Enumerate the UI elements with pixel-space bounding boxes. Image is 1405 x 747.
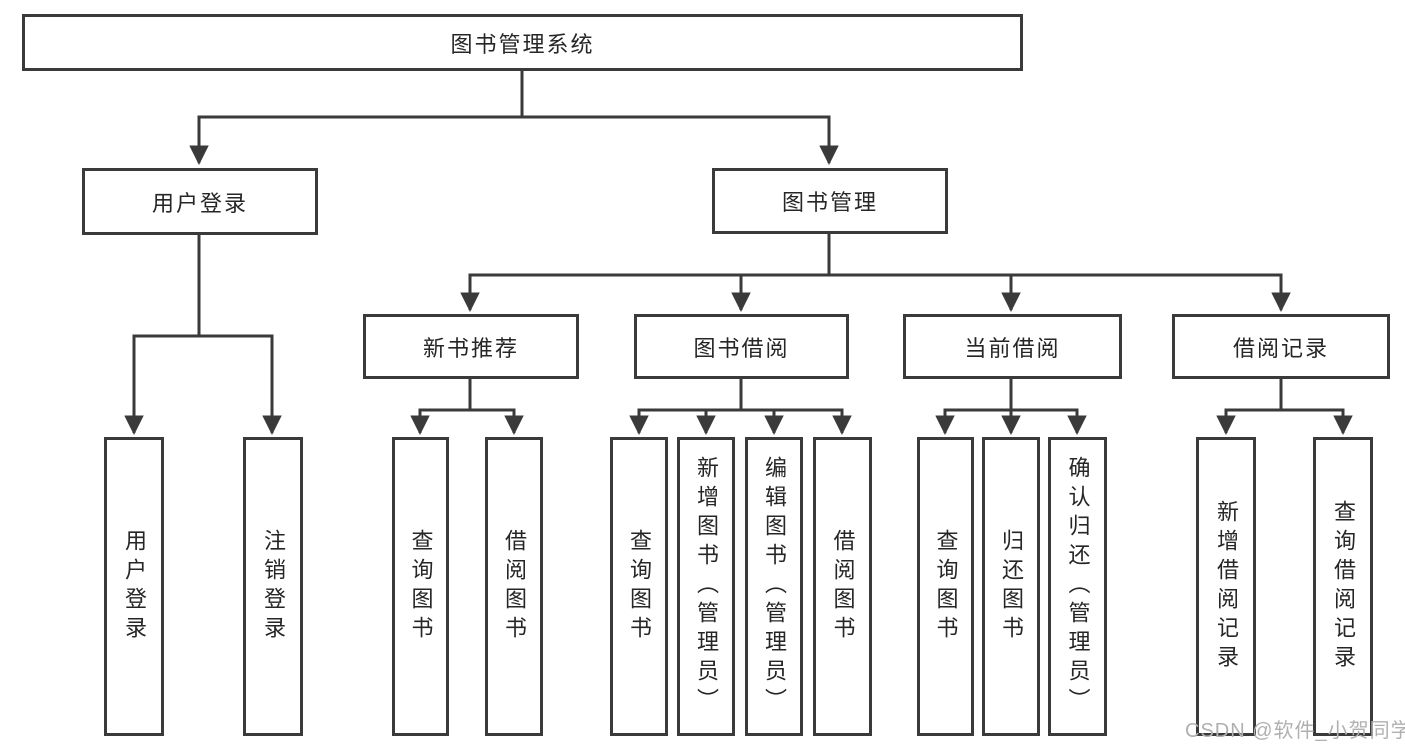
leaf-node-label: 查询图书: [627, 528, 652, 645]
leaf-node-label: 借阅图书: [502, 528, 527, 645]
leaf-node-label: 新增图书（管理员）: [694, 456, 719, 717]
root-node-library-system: 图书管理系统: [22, 14, 1023, 71]
leaf-node-borrow-books-1: 借阅图书: [485, 437, 543, 736]
branch-node-book-management: 图书管理: [712, 168, 948, 234]
section-node-label: 借阅记录: [1232, 335, 1329, 361]
leaf-node-query-books-2: 查询图书: [610, 437, 668, 736]
section-node-current-borrow: 当前借阅: [903, 314, 1122, 379]
section-node-label: 当前借阅: [964, 335, 1061, 361]
csdn-watermark: CSDN @软件_小贺同学: [1185, 720, 1405, 742]
leaf-node-user-login: 用户登录: [104, 437, 164, 736]
leaf-node-add-books-admin: 新增图书（管理员）: [677, 437, 735, 736]
section-node-new-book-recommend: 新书推荐: [363, 314, 579, 379]
leaf-node-return-books: 归还图书: [982, 437, 1040, 736]
leaf-node-label: 查询图书: [408, 528, 434, 645]
root-node-label: 图书管理系统: [450, 31, 595, 57]
leaf-node-borrow-books-2: 借阅图书: [813, 437, 872, 736]
leaf-node-label: 查询图书: [933, 528, 959, 645]
leaf-node-label: 借阅图书: [830, 528, 856, 645]
leaf-node-label: 用户登录: [122, 528, 147, 645]
leaf-node-query-borrow-record: 查询借阅记录: [1313, 437, 1373, 736]
leaf-node-query-books-3: 查询图书: [917, 437, 974, 736]
leaf-node-label: 确认归还（管理员）: [1065, 456, 1091, 717]
branch-node-label: 图书管理: [781, 190, 878, 215]
leaf-node-label: 归还图书: [999, 528, 1024, 645]
leaf-node-label: 新增借阅记录: [1214, 499, 1239, 674]
leaf-node-label: 编辑图书（管理员）: [762, 456, 787, 717]
section-node-label: 新书推荐: [422, 335, 519, 361]
section-node-label: 图书借阅: [693, 335, 790, 361]
leaf-node-confirm-return-admin: 确认归还（管理员）: [1048, 437, 1107, 736]
leaf-node-label: 查询借阅记录: [1331, 499, 1356, 674]
section-node-book-borrow: 图书借阅: [634, 314, 849, 379]
branch-node-label: 用户登录: [151, 190, 248, 216]
section-node-borrow-records: 借阅记录: [1172, 314, 1390, 379]
leaf-node-label: 注销登录: [261, 528, 286, 645]
leaf-node-edit-books-admin: 编辑图书（管理员）: [745, 437, 803, 736]
leaf-node-add-borrow-record: 新增借阅记录: [1196, 437, 1256, 736]
leaf-node-query-books-1: 查询图书: [392, 437, 449, 736]
leaf-node-logout: 注销登录: [243, 437, 303, 736]
branch-node-user-login: 用户登录: [82, 168, 318, 235]
